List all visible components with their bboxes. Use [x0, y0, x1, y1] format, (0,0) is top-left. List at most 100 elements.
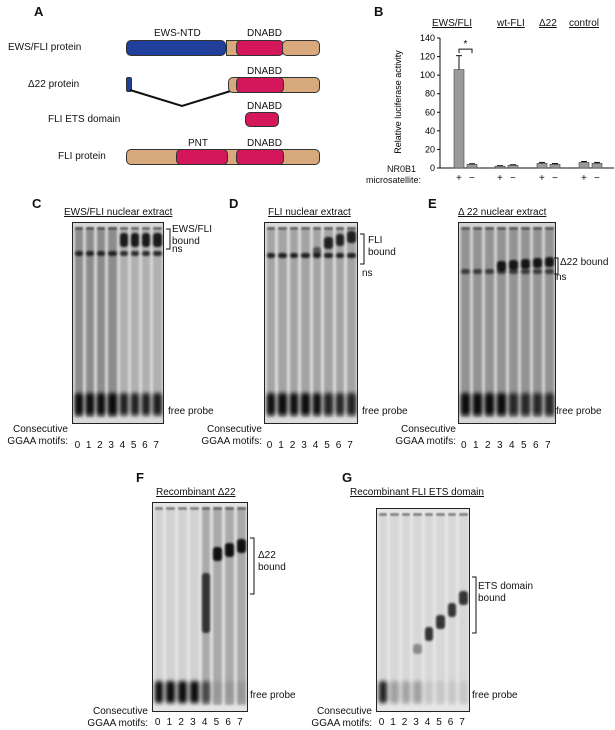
gel-g-bracket	[472, 576, 477, 634]
domain-label-dnabd-2: DNABD	[247, 66, 283, 77]
y-tick-label: 120	[420, 52, 435, 62]
group-label-control: control	[569, 18, 600, 29]
panel-g-title: Recombinant FLI ETS domain	[350, 487, 484, 498]
lane-number: 1	[473, 440, 479, 451]
free-probe-band	[459, 681, 468, 703]
free-probe-band	[289, 393, 298, 415]
bound-band	[447, 603, 456, 617]
bound-band	[544, 257, 554, 267]
bound-band	[312, 247, 321, 255]
y-tick-label: 0	[430, 163, 435, 173]
ns-band	[266, 253, 275, 258]
ns-band	[544, 269, 554, 274]
well-band	[390, 513, 399, 516]
panel-g-label: G	[342, 470, 353, 485]
bound-band	[142, 233, 151, 247]
gel-d-bound-line2: bound	[368, 247, 396, 258]
lane-number: 1	[85, 440, 92, 451]
lane-smear	[119, 227, 128, 417]
lane-smear	[324, 227, 333, 417]
bound-band	[424, 627, 433, 641]
lane-number: 0	[154, 717, 161, 728]
lane-smear	[496, 227, 506, 417]
lane-smear	[413, 513, 422, 705]
well-band	[335, 227, 344, 230]
gel-c-caption-line1: Consecutive	[12, 424, 68, 435]
free-probe-band	[347, 393, 356, 415]
lane-number: 5	[130, 440, 137, 451]
lane-smear	[436, 513, 445, 705]
well-band	[520, 227, 530, 230]
lane-number: 1	[278, 440, 284, 451]
well-band	[266, 227, 275, 230]
well-band	[424, 513, 433, 516]
bound-band	[508, 260, 518, 270]
bound-band	[459, 591, 468, 605]
gel-d-caption-line2: GGAA motifs:	[201, 436, 262, 447]
well-band	[213, 507, 222, 510]
free-probe-band	[154, 681, 164, 703]
free-probe-band	[496, 393, 506, 415]
well-band	[312, 227, 321, 230]
row-label-fli: FLI protein	[58, 151, 106, 162]
panel-d-label: D	[229, 196, 239, 211]
lane-number: 2	[485, 440, 491, 451]
lane-number: 7	[545, 440, 551, 451]
lane-number: 3	[497, 440, 503, 451]
gel-c-caption: Consecutive GGAA motifs:	[2, 424, 68, 448]
lane-number: 3	[413, 717, 419, 728]
gel-e-bound-label: Δ22 bound	[560, 257, 609, 268]
gel-g-free-probe-label: free probe	[472, 690, 518, 701]
free-probe-band	[189, 681, 199, 703]
y-axis-label: Relative luciferase activity	[393, 50, 403, 154]
pnt-domain	[176, 149, 228, 165]
gel-d-caption: Consecutive GGAA motifs:	[196, 424, 262, 448]
well-band	[154, 507, 164, 510]
lane-smear	[532, 227, 542, 417]
free-probe-band	[225, 681, 234, 703]
free-probe-band	[301, 393, 310, 415]
y-tick-label: 60	[425, 107, 435, 117]
lane-smear	[301, 227, 310, 417]
ns-band	[484, 269, 494, 274]
significance-bracket	[458, 48, 473, 54]
minus-sign: −	[469, 173, 475, 184]
dnabd-domain	[236, 40, 284, 56]
free-probe-band	[520, 393, 530, 415]
gel-e-caption-line1: Consecutive	[400, 424, 456, 435]
well-band	[460, 227, 470, 230]
gel-f-image	[152, 502, 248, 712]
lane-number: 1	[166, 717, 173, 728]
lane-number: 4	[424, 717, 431, 728]
well-band	[166, 507, 175, 510]
bar	[494, 165, 506, 169]
gel-d-image	[264, 222, 358, 424]
lane-number: 4	[509, 440, 515, 451]
bar	[507, 164, 519, 169]
gel-d-bound-line1: FLI	[368, 235, 383, 246]
bound-band	[153, 233, 162, 247]
lane-smear	[460, 227, 470, 417]
well-band	[301, 227, 310, 230]
free-probe-band	[390, 681, 399, 703]
free-probe-band	[236, 681, 246, 703]
gel-f-caption: Consecutive GGAA motifs:	[82, 706, 148, 730]
lane-number: 0	[461, 440, 467, 451]
lane-smear	[266, 227, 275, 417]
well-band	[544, 227, 554, 230]
lane-number: 4	[312, 440, 319, 451]
bound-band	[413, 644, 422, 654]
well-band	[289, 227, 298, 230]
ns-band	[85, 251, 94, 256]
domain-label-dnabd-4: DNABD	[247, 138, 283, 149]
y-tick-label: 40	[425, 126, 435, 136]
bound-band	[236, 539, 246, 553]
lane-smear	[85, 227, 94, 417]
lane-smear	[390, 513, 399, 705]
significance-star: *	[464, 39, 468, 50]
bound-band	[347, 231, 356, 243]
ns-band	[472, 269, 482, 274]
gel-f-bound-line1: Δ22	[258, 550, 276, 561]
gel-g-caption-line2: GGAA motifs:	[311, 718, 372, 729]
lane-number: 2	[178, 717, 184, 728]
